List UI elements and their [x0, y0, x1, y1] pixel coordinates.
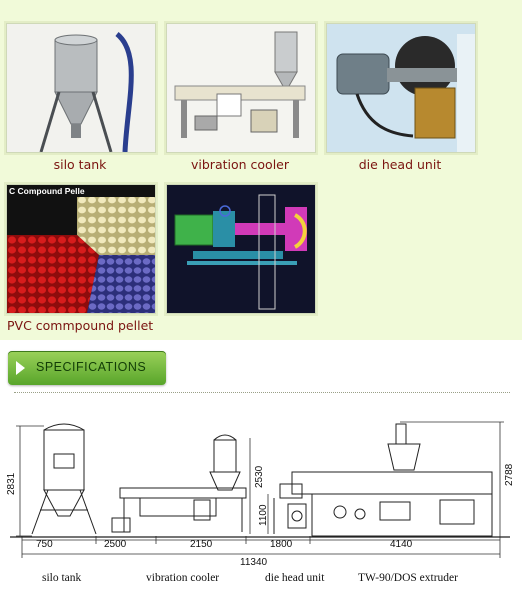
vibration-cooler-caption: vibration cooler: [191, 157, 289, 172]
silo-tank-thumbnail[interactable]: [6, 23, 156, 153]
die-head-thumbnail[interactable]: [326, 23, 476, 153]
dim-750: 750: [36, 539, 53, 550]
extruder-height-dim: 2788: [504, 463, 515, 486]
die-head-drawing: [273, 483, 307, 534]
dim-2500: 2500: [104, 539, 127, 550]
silo-height-dim: 2831: [6, 472, 17, 495]
silo-tank-photo: [7, 24, 155, 152]
cooler-height-dim: 2530: [254, 465, 265, 488]
extruder-drawing: [291, 423, 493, 537]
die-head-caption: die head unit: [358, 157, 442, 172]
pellet-photo: C Compound Pelle: [7, 185, 155, 313]
section-divider: [14, 392, 510, 393]
chevron-right-icon: [16, 361, 25, 375]
pvc-pellet-thumbnail[interactable]: C Compound Pelle: [6, 184, 156, 314]
die-head-photo: [327, 24, 475, 152]
die-height-dim: 1100: [258, 504, 269, 526]
diagram-label-extruder: TW-90/DOS extruder: [358, 572, 458, 584]
dim-2150: 2150: [190, 539, 213, 550]
diagram-label-die: die head unit: [265, 572, 325, 584]
diagram-label-silo: silo tank: [42, 572, 82, 584]
vibration-cooler-photo: [167, 24, 315, 152]
diagram-label-cooler: vibration cooler: [146, 572, 220, 584]
silo-tank-drawing: [31, 423, 97, 535]
extruder-schematic: [167, 185, 315, 313]
dim-total: 11340: [240, 557, 268, 568]
extruder-schematic-thumbnail[interactable]: [166, 184, 316, 314]
specifications-label: SPECIFICATIONS: [36, 360, 147, 374]
dim-1800: 1800: [270, 539, 293, 550]
dim-4140: 4140: [390, 539, 413, 550]
plant-layout-diagram: 2831 2530 1100 2788 750 2500 2150 1800 4…: [6, 421, 515, 568]
pvc-pellet-caption: PVC commpound pellet: [7, 318, 154, 333]
product-gallery: silo tank vibration cooler die head unit: [0, 0, 522, 340]
pellet-overlay-text: C Compound Pelle: [9, 186, 85, 196]
vibration-cooler-thumbnail[interactable]: [166, 23, 316, 153]
specifications-button[interactable]: SPECIFICATIONS: [8, 351, 166, 385]
silo-tank-caption: silo tank: [53, 157, 107, 172]
vibration-cooler-drawing: [111, 434, 247, 533]
